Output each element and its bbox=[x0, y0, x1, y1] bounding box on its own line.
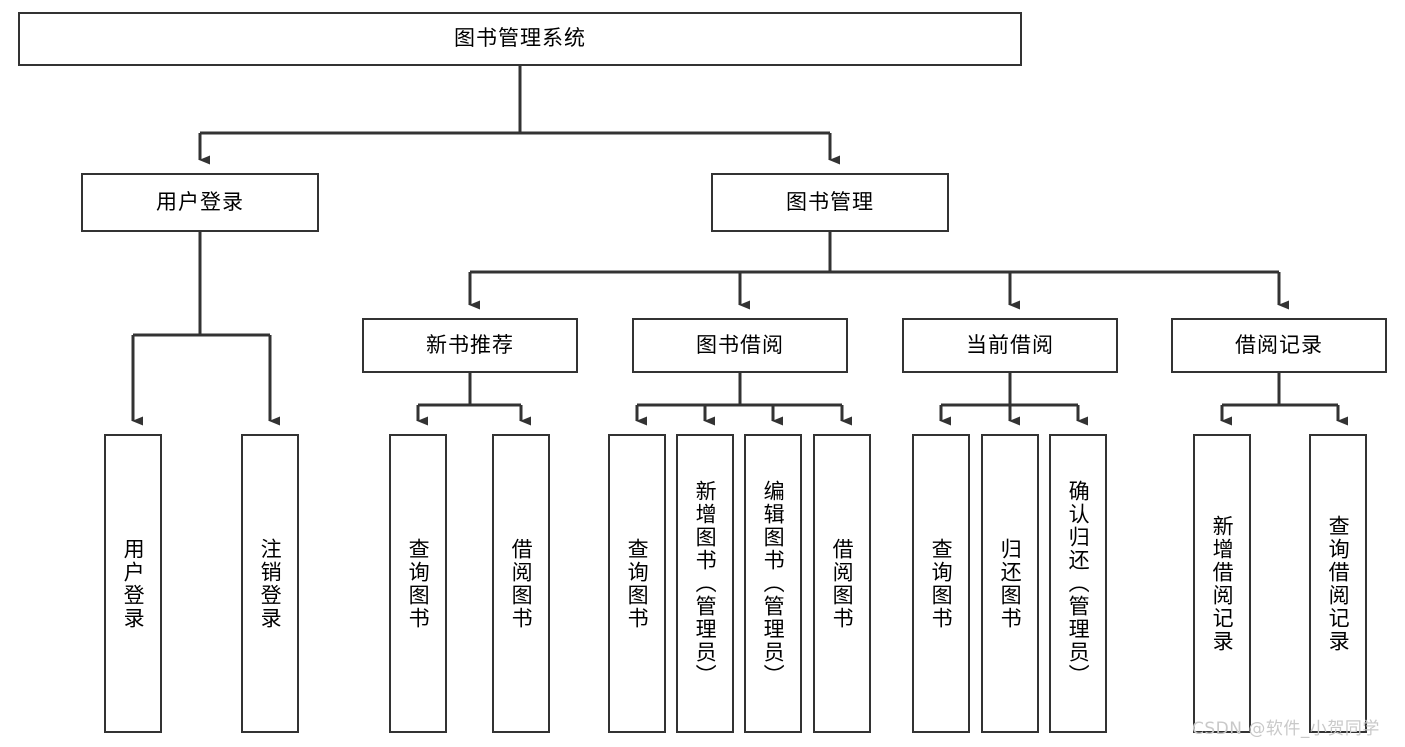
node-leaf-query-record[interactable]: 查询借阅记录 bbox=[1309, 434, 1367, 733]
node-label: 用户登录 bbox=[121, 537, 146, 630]
node-new-book-recommend[interactable]: 新书推荐 bbox=[362, 318, 578, 373]
node-label: 借阅记录 bbox=[1235, 332, 1323, 357]
node-label: 当前借阅 bbox=[966, 332, 1054, 357]
node-label: 注销登录 bbox=[258, 537, 283, 630]
node-label: 图书借阅 bbox=[696, 332, 784, 357]
node-label: 用户登录 bbox=[156, 189, 244, 214]
node-label: 借阅图书 bbox=[509, 537, 534, 630]
node-current-borrow[interactable]: 当前借阅 bbox=[902, 318, 1118, 373]
node-label: 查询借阅记录 bbox=[1326, 514, 1351, 653]
node-leaf-add-book[interactable]: 新增图书（管理员） bbox=[676, 434, 734, 733]
node-book-borrow[interactable]: 图书借阅 bbox=[632, 318, 848, 373]
node-label: 图书管理 bbox=[786, 189, 874, 214]
node-leaf-add-record[interactable]: 新增借阅记录 bbox=[1193, 434, 1251, 733]
node-label: 查询图书 bbox=[625, 537, 650, 630]
node-leaf-edit-book[interactable]: 编辑图书（管理员） bbox=[744, 434, 802, 733]
node-borrow-record[interactable]: 借阅记录 bbox=[1171, 318, 1387, 373]
node-label: 编辑图书（管理员） bbox=[761, 480, 786, 687]
node-label: 查询图书 bbox=[929, 537, 954, 630]
node-leaf-borrow-book-1[interactable]: 借阅图书 bbox=[492, 434, 550, 733]
node-label: 图书管理系统 bbox=[454, 26, 586, 51]
node-book-manage[interactable]: 图书管理 bbox=[711, 173, 949, 232]
node-label: 新增图书（管理员） bbox=[693, 480, 718, 687]
node-user-login[interactable]: 用户登录 bbox=[81, 173, 319, 232]
node-leaf-query-book-3[interactable]: 查询图书 bbox=[912, 434, 970, 733]
csdn-watermark: CSDN @软件_小贺同学 bbox=[1192, 719, 1380, 739]
node-label: 新书推荐 bbox=[426, 332, 514, 357]
node-leaf-confirm-return[interactable]: 确认归还（管理员） bbox=[1049, 434, 1107, 733]
node-leaf-borrow-book-2[interactable]: 借阅图书 bbox=[813, 434, 871, 733]
node-leaf-return-book[interactable]: 归还图书 bbox=[981, 434, 1039, 733]
node-label: 新增借阅记录 bbox=[1210, 514, 1235, 653]
node-label: 确认归还（管理员） bbox=[1066, 480, 1091, 687]
node-label: 归还图书 bbox=[998, 537, 1023, 630]
node-label: 借阅图书 bbox=[830, 537, 855, 630]
node-leaf-user-login[interactable]: 用户登录 bbox=[104, 434, 162, 733]
node-leaf-query-book-2[interactable]: 查询图书 bbox=[608, 434, 666, 733]
node-label: 查询图书 bbox=[406, 537, 431, 630]
node-leaf-query-book-1[interactable]: 查询图书 bbox=[389, 434, 447, 733]
node-leaf-logout-login[interactable]: 注销登录 bbox=[241, 434, 299, 733]
node-book-management-system[interactable]: 图书管理系统 bbox=[18, 12, 1022, 66]
